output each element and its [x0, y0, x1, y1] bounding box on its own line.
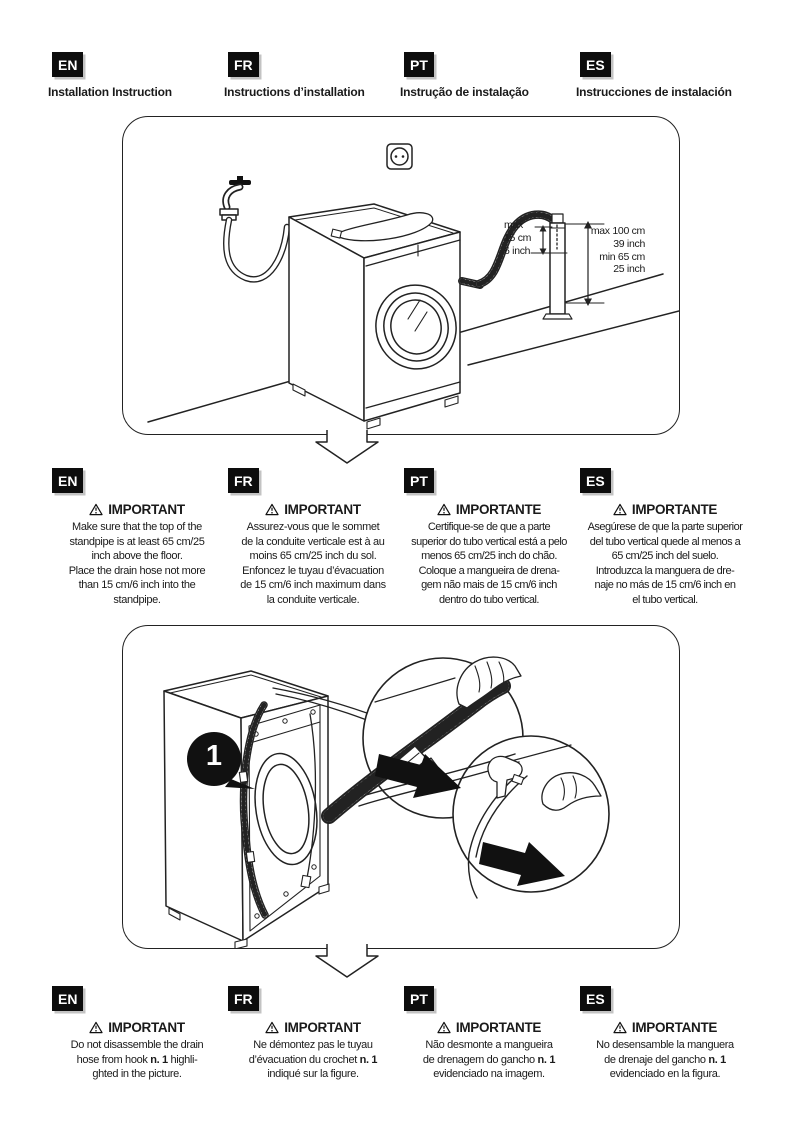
warning-triangle-icon	[437, 503, 451, 516]
warning-triangle-icon	[613, 503, 627, 516]
important-label: IMPORTANTE	[631, 1020, 718, 1035]
header-title-fr: Instructions d’installation	[224, 85, 365, 99]
language-tag-fr: FR	[228, 468, 259, 493]
language-tag-es: ES	[580, 52, 611, 77]
language-tag-pt: PT	[404, 52, 434, 77]
label-pipe-height: max 100 cm 39 inch min 65 cm 25 inch	[590, 225, 645, 276]
header-column-fr: FR Instructions d’installation	[224, 52, 402, 99]
power-cord-coil	[338, 212, 434, 242]
language-tag-fr: FR	[228, 986, 259, 1011]
note-text: Assurez-vous que le sommet de la conduit…	[240, 521, 386, 606]
drain-hose	[458, 210, 558, 289]
important-label: IMPORTANT	[108, 1020, 185, 1035]
diagram-drain-hose-hook: 1	[122, 625, 680, 949]
important-label: IMPORTANT	[108, 502, 185, 517]
language-tag-en: EN	[52, 52, 84, 77]
note-standpipe-pt: PT IMPORTANTE Certifique-se de que a par…	[400, 468, 578, 608]
note-hook-pt: PT IMPORTANTE Não desmonte a mangueira d…	[400, 986, 578, 1082]
note-standpipe-en: EN IMPORTANT Make sure that the top of t…	[48, 468, 226, 608]
down-arrow-icon	[315, 944, 379, 978]
pull-arrow-icon	[479, 842, 565, 886]
note-text: Make sure that the top of the standpipe …	[68, 521, 206, 606]
note-text: Asegúrese de que la parte superior del t…	[587, 521, 743, 606]
note-text: No desensamble la manguera de drenaje de…	[596, 1039, 734, 1081]
note-text: Certifique-se de que a parte superior do…	[411, 521, 567, 606]
language-tag-pt: PT	[404, 468, 434, 493]
important-label: IMPORTANT	[284, 502, 361, 517]
note-text: Ne démontez pas le tuyau d’évacuation du…	[248, 1039, 378, 1081]
header-title-en: Installation Instruction	[48, 85, 172, 99]
dimension-insert-depth	[530, 225, 568, 255]
important-label: IMPORTANT	[284, 1020, 361, 1035]
pull-arrow-icon	[375, 754, 461, 798]
header-column-en: EN Installation Instruction	[48, 52, 226, 99]
standpipe	[542, 213, 573, 320]
power-cord	[306, 713, 317, 879]
washing-machine-front-view	[288, 203, 461, 430]
warning-triangle-icon	[89, 503, 103, 516]
warning-triangle-icon	[265, 503, 279, 516]
important-heading: IMPORTANT	[48, 493, 226, 517]
important-heading: IMPORTANTE	[576, 493, 754, 517]
note-hook-es: ES IMPORTANTE No desensamble la manguera…	[576, 986, 754, 1082]
note-hook-fr: FR IMPORTANT Ne démontez pas le tuyau d’…	[224, 986, 402, 1082]
step-1-balloon	[187, 732, 255, 789]
step-number: 1	[205, 740, 223, 772]
power-outlet-icon	[386, 143, 413, 170]
water-tap-icon	[219, 176, 251, 221]
note-text: Do not disassemble the drain hose from h…	[70, 1039, 204, 1081]
important-label: IMPORTANTE	[455, 502, 542, 517]
warning-triangle-icon	[265, 1021, 279, 1034]
language-tag-fr: FR	[228, 52, 259, 77]
important-heading: IMPORTANT	[224, 493, 402, 517]
note-hook-en: EN IMPORTANT Do not disassemble the drai…	[48, 986, 226, 1082]
hand-icon	[456, 656, 522, 709]
important-heading: IMPORTANT	[48, 1011, 226, 1035]
header-title-es: Instrucciones de instalación	[576, 85, 732, 99]
important-heading: IMPORTANT	[224, 1011, 402, 1035]
note-text: Não desmonte a mangueira de drenagem do …	[422, 1039, 556, 1081]
warning-triangle-icon	[613, 1021, 627, 1034]
important-heading: IMPORTANTE	[400, 1011, 578, 1035]
washing-machine-rear-view	[163, 670, 330, 948]
language-tag-en: EN	[52, 468, 84, 493]
hose-pull-detail	[321, 656, 522, 824]
important-label: IMPORTANTE	[455, 1020, 542, 1035]
label-insert-depth: max 15 cm 6 inch	[504, 219, 532, 257]
language-tag-es: ES	[580, 468, 611, 493]
hose-hook	[238, 770, 249, 783]
language-tag-en: EN	[52, 986, 84, 1011]
header-title-pt: Instrução de instalação	[400, 85, 529, 99]
hand-icon	[541, 772, 602, 811]
important-label: IMPORTANTE	[631, 502, 718, 517]
note-standpipe-es: ES IMPORTANTE Asegúrese de que la parte …	[576, 468, 754, 608]
hook-clip	[487, 755, 523, 799]
language-tag-pt: PT	[404, 986, 434, 1011]
warning-triangle-icon	[89, 1021, 103, 1034]
dimension-pipe-height	[565, 221, 605, 306]
header-column-es: ES Instrucciones de instalación	[576, 52, 754, 99]
warning-triangle-icon	[437, 1021, 451, 1034]
hook-detail	[467, 755, 602, 899]
washing-machine-standpipe-illustration	[147, 143, 679, 430]
diagram-standpipe-installation: max 15 cm 6 inch max 100 cm 39 inch min …	[122, 116, 680, 435]
down-arrow-icon	[315, 430, 379, 464]
washing-machine-rear-illustration	[163, 656, 610, 948]
important-heading: IMPORTANTE	[400, 493, 578, 517]
language-tag-es: ES	[580, 986, 611, 1011]
header-column-pt: PT Instrução de instalação	[400, 52, 578, 99]
note-standpipe-fr: FR IMPORTANT Assurez-vous que le sommet …	[224, 468, 402, 608]
important-heading: IMPORTANTE	[576, 1011, 754, 1035]
